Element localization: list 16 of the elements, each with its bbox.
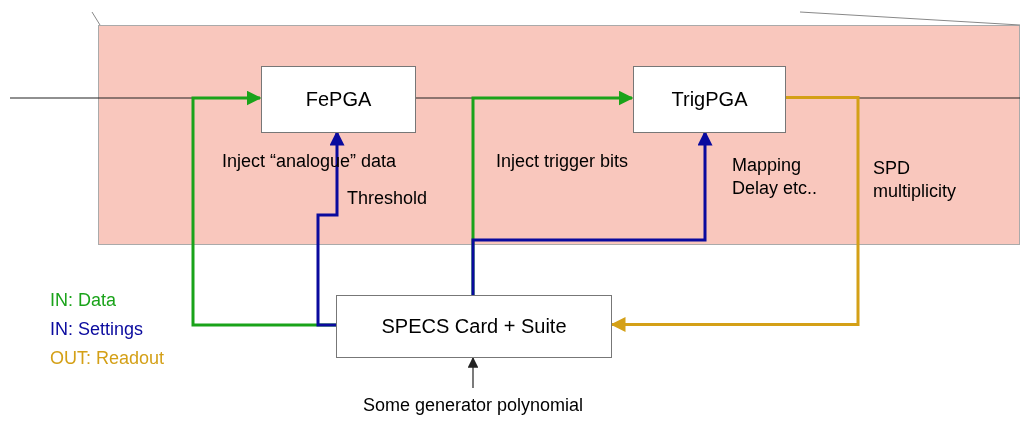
process-box: FePGA xyxy=(261,66,416,133)
annotation: Threshold xyxy=(347,187,429,210)
arrow xyxy=(316,130,345,327)
background-band xyxy=(98,25,1020,245)
legend-entry: IN: Settings xyxy=(50,319,144,340)
annotation: SPD multiplicity xyxy=(873,157,957,202)
annotation: Mapping Delay etc.. xyxy=(732,154,819,199)
legend-entry: IN: Data xyxy=(50,290,117,311)
legend-entry: OUT: Readout xyxy=(50,348,165,369)
arrow xyxy=(471,130,713,295)
arrow xyxy=(467,356,479,389)
arrow xyxy=(610,96,860,332)
input-label: Some generator polynomial xyxy=(318,392,628,418)
annotation: Inject trigger bits xyxy=(496,150,630,173)
process-box: TrigPGA xyxy=(633,66,786,133)
process-box: SPECS Card + Suite xyxy=(336,295,612,358)
